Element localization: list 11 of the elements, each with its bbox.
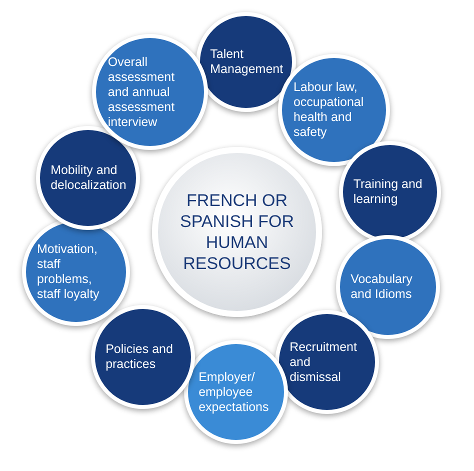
bubble-text: Mobility and delocalization [50, 163, 126, 193]
bubble-text: Motivation, staff problems, staff loyalty [37, 242, 100, 302]
bubble-text: Vocabulary and Idioms [350, 272, 414, 302]
bubble-text: Employer/ employee expectations [198, 370, 270, 414]
bubble-text: Recruitment and dismissal [290, 340, 358, 384]
bubble-text: Overall assessment and annual assessment interview [108, 54, 176, 130]
bubble-text: Talent Management [210, 47, 282, 77]
bubble-text: Training and learning [353, 177, 424, 207]
bubble-text: Policies and practices [106, 342, 174, 372]
center-title: FRENCH OR SPANISH FOR HUMAN RESOURCES [179, 190, 295, 274]
bubble-text: Labour law, occupational health and safety [293, 80, 365, 140]
